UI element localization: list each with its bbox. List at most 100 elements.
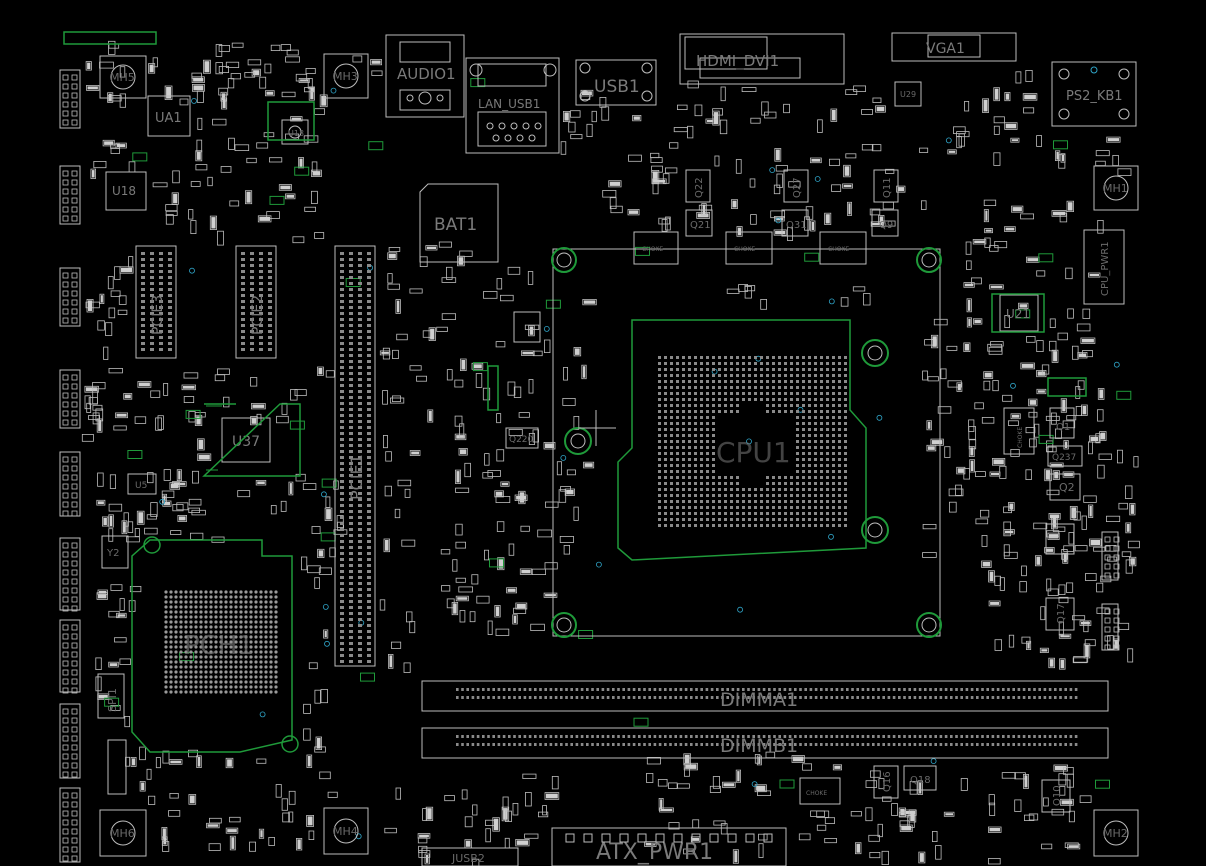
pad bbox=[1024, 94, 1036, 100]
dimm-pin bbox=[497, 688, 501, 691]
cpu-land bbox=[718, 398, 721, 401]
header-pin bbox=[71, 651, 78, 658]
header-pin bbox=[62, 374, 69, 381]
cpu-land bbox=[796, 434, 799, 437]
passive bbox=[1028, 411, 1038, 418]
dimm-pin bbox=[986, 688, 989, 691]
dimm-pin bbox=[840, 688, 844, 691]
pch-ball bbox=[209, 660, 213, 664]
passive bbox=[1049, 462, 1064, 468]
cpu-land bbox=[784, 374, 787, 377]
pad bbox=[575, 348, 580, 355]
cpu-land bbox=[766, 524, 769, 527]
pcie-pin bbox=[259, 276, 263, 279]
pad bbox=[1012, 207, 1022, 212]
passive bbox=[162, 500, 172, 507]
cpu-land bbox=[796, 476, 799, 479]
cpu-land bbox=[700, 476, 703, 479]
header-pin bbox=[71, 855, 78, 862]
cpu-land bbox=[712, 392, 715, 395]
pcie-pin bbox=[141, 348, 145, 351]
cpu-land bbox=[706, 404, 709, 407]
passive bbox=[382, 434, 388, 449]
header-pin bbox=[71, 474, 78, 481]
pcie-pin bbox=[340, 552, 344, 555]
header-pin bbox=[1104, 563, 1111, 570]
passive bbox=[1107, 635, 1114, 650]
passive bbox=[1065, 267, 1073, 280]
dimm-pin bbox=[804, 735, 807, 738]
passive bbox=[416, 375, 428, 382]
header-pin bbox=[62, 587, 69, 594]
cpu-land bbox=[784, 488, 787, 491]
pad bbox=[844, 166, 850, 176]
cpu-land bbox=[664, 524, 667, 527]
pch-ball bbox=[214, 645, 218, 649]
dimm-pin bbox=[861, 735, 865, 738]
pch-ball bbox=[199, 605, 203, 609]
cpu-land bbox=[688, 500, 691, 503]
dimm-pin bbox=[570, 688, 573, 691]
cpu-land bbox=[814, 470, 817, 473]
u13-label: U13 bbox=[288, 129, 304, 138]
pcie-pin bbox=[349, 612, 353, 615]
cpu-land bbox=[658, 488, 661, 491]
pad bbox=[227, 829, 237, 833]
pch-ball bbox=[209, 600, 213, 604]
pch-ball bbox=[254, 680, 258, 684]
cpu-land bbox=[778, 482, 781, 485]
cpu-land bbox=[712, 488, 715, 491]
cpu-land bbox=[790, 398, 793, 401]
cpu-land bbox=[838, 452, 841, 455]
passive bbox=[482, 472, 493, 479]
cpu-land bbox=[742, 512, 745, 515]
pch-ball bbox=[224, 645, 228, 649]
dimm-pin bbox=[825, 735, 828, 738]
pch-ball bbox=[259, 615, 263, 619]
pch-ball bbox=[199, 625, 203, 629]
pch-ball bbox=[174, 650, 178, 654]
passive bbox=[384, 485, 392, 497]
pad bbox=[879, 216, 883, 224]
pcie-pin bbox=[150, 306, 154, 309]
header-pin bbox=[71, 837, 78, 844]
pch-ball bbox=[244, 680, 248, 684]
header-pin bbox=[71, 846, 78, 853]
cpu-land bbox=[694, 356, 697, 359]
cpu-land bbox=[760, 362, 763, 365]
dimm-pin bbox=[575, 688, 579, 691]
pcie-pin bbox=[367, 444, 371, 447]
passive bbox=[774, 216, 785, 222]
header-pin bbox=[62, 290, 69, 297]
cpu-land bbox=[724, 386, 727, 389]
cpu-land bbox=[796, 512, 799, 515]
cpu-land bbox=[766, 476, 769, 479]
dimm-pin bbox=[944, 735, 948, 738]
green-component bbox=[1053, 140, 1068, 150]
passive bbox=[90, 168, 97, 179]
dimm-pin bbox=[809, 696, 813, 699]
dimm-pin bbox=[632, 696, 636, 699]
cpu-land bbox=[658, 368, 661, 371]
pch-ball bbox=[234, 640, 238, 644]
passive bbox=[105, 322, 113, 336]
dimm-pin bbox=[1028, 696, 1031, 699]
pch-ball bbox=[214, 635, 218, 639]
cpu-land bbox=[796, 422, 799, 425]
cpu-land bbox=[700, 524, 703, 527]
pad bbox=[968, 318, 971, 326]
cpu-land bbox=[742, 362, 745, 365]
pcie-pin bbox=[340, 636, 344, 639]
cpu-land bbox=[724, 476, 727, 479]
battery-label: BAT1 bbox=[434, 215, 477, 235]
passive bbox=[659, 807, 674, 813]
pcie-pin bbox=[268, 294, 272, 297]
pch-ball bbox=[224, 660, 228, 664]
cpu-land bbox=[754, 356, 757, 359]
passive bbox=[495, 628, 510, 636]
cpu-land bbox=[712, 524, 715, 527]
passive bbox=[1097, 464, 1105, 479]
passive bbox=[123, 512, 129, 527]
pcie-pin bbox=[159, 324, 163, 327]
pch-ball bbox=[234, 675, 238, 679]
